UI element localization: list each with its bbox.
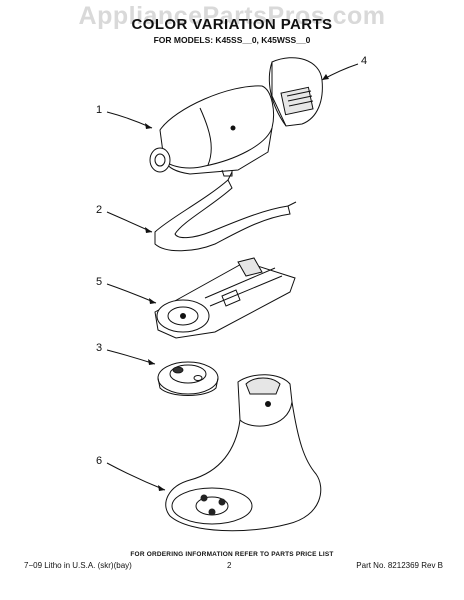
- page-number: 2: [227, 561, 232, 570]
- callout-4: 4: [361, 55, 368, 67]
- leader-arrow-2: [145, 227, 152, 233]
- part-stand-pedestal: [165, 374, 322, 532]
- leader-line-6: [106, 462, 166, 491]
- callout-2: 2: [96, 204, 103, 216]
- model-numbers: FOR MODELS: K45SS__0, K45WSS__0: [153, 35, 311, 45]
- page-title: COLOR VARIATION PARTS: [131, 16, 333, 33]
- part-number: Part No. 8212369 Rev B: [356, 561, 443, 570]
- callout-6: 6: [96, 455, 103, 467]
- leader-arrow-6: [158, 485, 165, 491]
- callout-5: 5: [96, 276, 103, 288]
- leader-line-3: [106, 349, 156, 365]
- leader-arrow-4: [322, 74, 329, 80]
- part-trim-band: [154, 171, 297, 252]
- leader-line-5: [106, 283, 157, 304]
- part-motor-housing: [149, 85, 275, 177]
- callout-3: 3: [96, 342, 103, 354]
- leader-line-2: [106, 211, 153, 233]
- part-base-plate: [154, 257, 296, 339]
- part-planetary-gear-cover: [157, 361, 219, 396]
- leader-arrow-3: [148, 359, 155, 365]
- leader-arrow-1: [145, 123, 152, 129]
- litho-note: 7−09 Litho in U.S.A. (skr)(bay): [24, 561, 132, 570]
- leader-arrow-5: [149, 298, 156, 304]
- callout-1: 1: [96, 104, 103, 116]
- leader-lines: [106, 63, 359, 491]
- watermark: AppliancePartsPros.com: [78, 2, 386, 30]
- part-attachment-hub-cover: [268, 57, 323, 127]
- ordering-note: FOR ORDERING INFORMATION REFER TO PARTS …: [130, 551, 334, 558]
- leader-line-1: [106, 111, 153, 129]
